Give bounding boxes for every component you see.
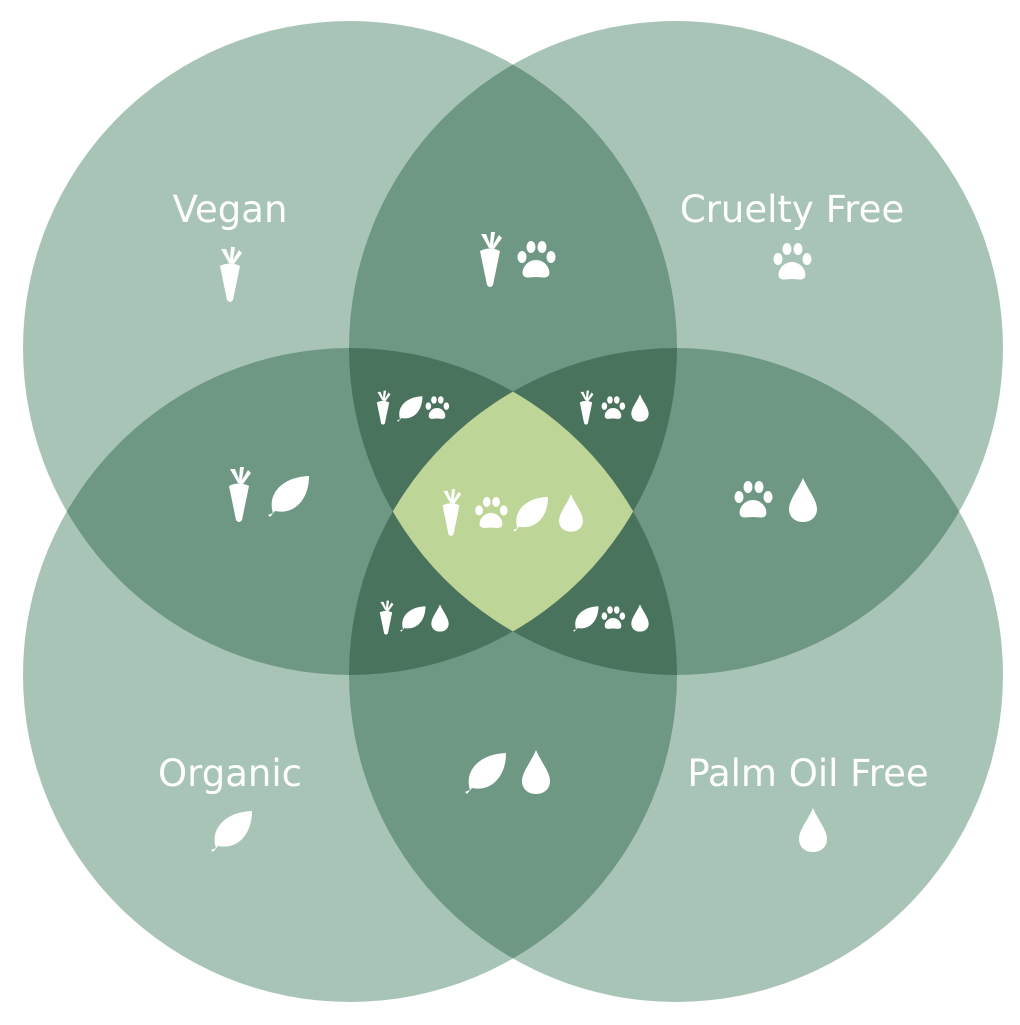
label-organic: Organic — [158, 752, 302, 795]
label-palm-oil-free: Palm Oil Free — [687, 752, 928, 795]
label-vegan: Vegan — [173, 188, 288, 231]
label-cruelty-free: Cruelty Free — [680, 188, 904, 231]
set-labels: Vegan Cruelty Free Organic Palm Oil Free — [158, 188, 929, 795]
